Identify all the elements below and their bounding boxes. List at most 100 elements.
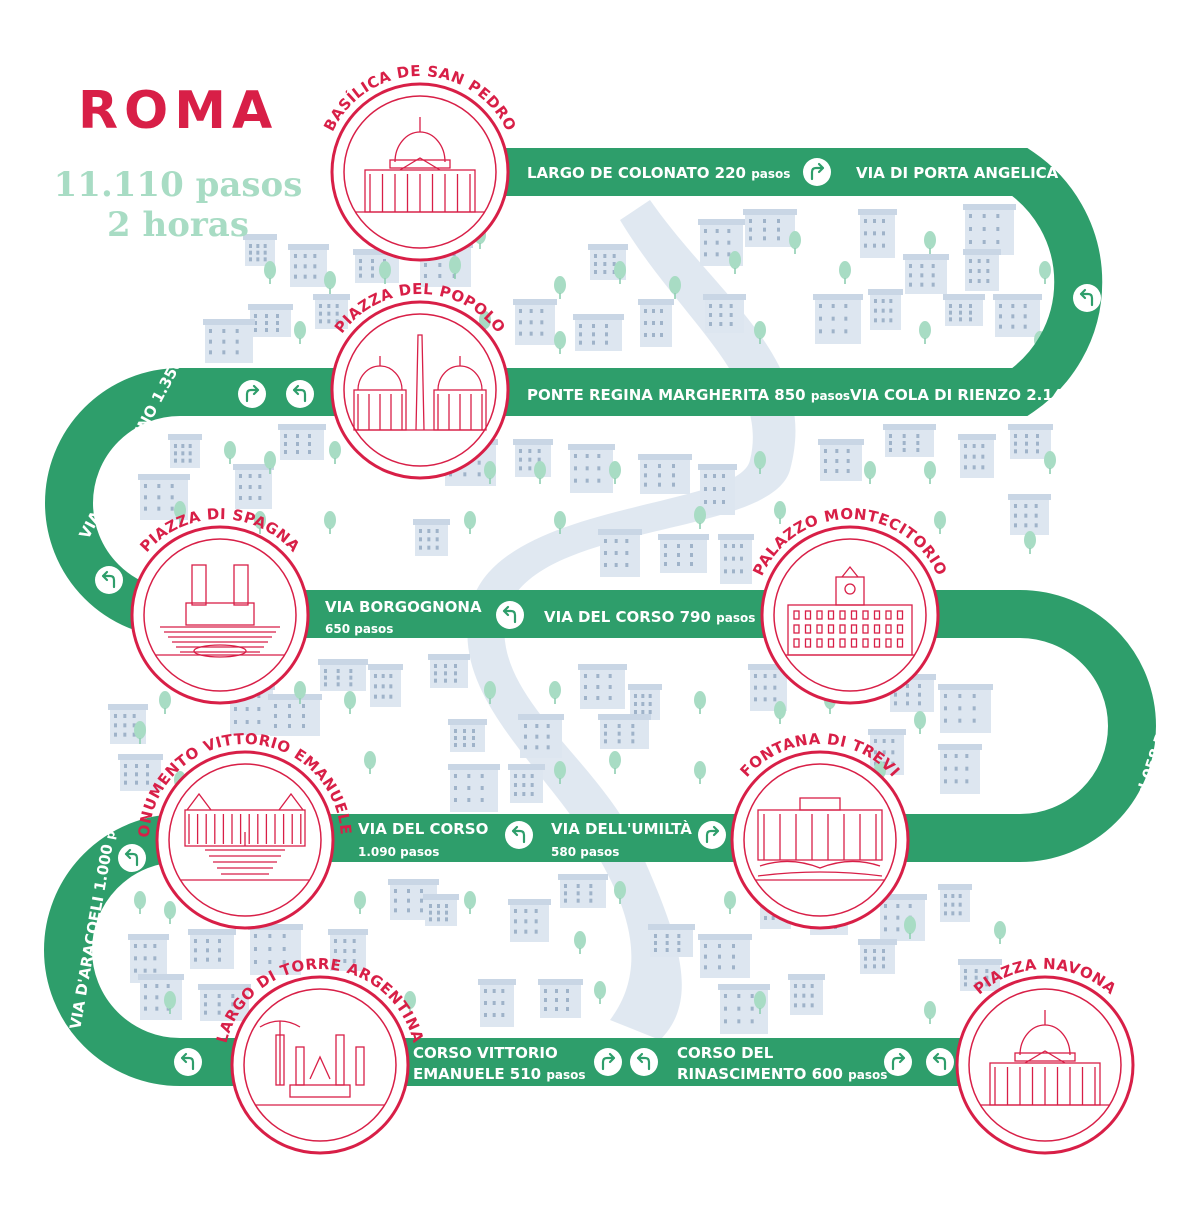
building (203, 319, 255, 363)
medallion-inner-ring (773, 538, 927, 692)
turn-right-icon (594, 1048, 622, 1076)
turn-left-icon (926, 1048, 954, 1076)
turn-left-icon (1073, 284, 1101, 312)
tree (924, 1001, 936, 1024)
palazzo-illustration (785, 565, 915, 656)
building (233, 464, 274, 509)
tree (534, 461, 546, 484)
medallion-inner-ring (343, 95, 497, 249)
building (188, 929, 236, 969)
fountain-illustration (755, 797, 885, 881)
building (478, 979, 516, 1027)
tree (1039, 261, 1051, 284)
medallion-ring (955, 975, 1135, 1155)
building (288, 244, 329, 287)
building (938, 684, 993, 733)
turn-left-icon (286, 380, 314, 408)
street-rinascimento-2: RINASCIMENTO 600 pasos (677, 1065, 887, 1083)
building (1008, 494, 1051, 535)
tree (554, 761, 566, 784)
building (703, 294, 746, 333)
turn-right-icon (884, 1048, 912, 1076)
medallion-ring (730, 750, 910, 930)
building (1008, 424, 1053, 459)
turn-right-icon (238, 380, 266, 408)
building (368, 664, 403, 707)
building (423, 894, 459, 926)
street-vittorio-2: EMANUELE 510 pasos (413, 1065, 586, 1083)
building (963, 249, 1001, 291)
tree (449, 256, 461, 279)
street-margherita: PONTE REGINA MARGHERITA 850 pasos (527, 386, 850, 404)
navona-illustration (980, 1010, 1110, 1106)
total-duration: 2 horas (107, 205, 249, 245)
tree (574, 931, 586, 954)
tree (484, 461, 496, 484)
building (963, 204, 1016, 255)
building (658, 534, 709, 573)
basilica-illustration (355, 117, 485, 213)
landmark-popolo: PIAZZA DEL POPOLO (330, 280, 510, 480)
tree (614, 881, 626, 904)
tiber-river (467, 200, 796, 1040)
landmark-argentina: LARGO DI TORRE ARGENTINA (213, 955, 427, 1155)
spanish-steps-illustration (155, 564, 285, 658)
tree (134, 721, 146, 744)
medallion-inner-ring (168, 763, 322, 917)
tree (694, 761, 706, 784)
tree (609, 461, 621, 484)
building (638, 299, 674, 347)
tree (484, 681, 496, 704)
tree (754, 451, 766, 474)
street-corso-2: VIA DEL CORSO (358, 820, 488, 838)
building (648, 924, 695, 957)
tree (294, 321, 306, 344)
landmark-trevi: FONTANA DI TREVI (730, 730, 910, 930)
street-rinascimento: CORSO DEL (677, 1044, 774, 1062)
building (718, 984, 770, 1034)
building (573, 314, 624, 351)
building (513, 299, 557, 345)
building (508, 899, 551, 942)
medallion-inner-ring (143, 538, 297, 692)
building (813, 294, 863, 344)
tree (364, 751, 376, 774)
tree (324, 271, 336, 294)
tree (839, 261, 851, 284)
tree (254, 511, 266, 534)
building (958, 434, 996, 478)
street-rienzo: VIA COLA DI RIENZO 2.140 pasos (850, 386, 1118, 404)
tree (549, 681, 561, 704)
tree (264, 261, 276, 284)
building (578, 664, 627, 709)
building (518, 714, 564, 758)
tree (904, 916, 916, 939)
medallion-ring (230, 975, 410, 1155)
tree (379, 261, 391, 284)
ruins-illustration (255, 1020, 385, 1106)
monument-illustration (180, 792, 310, 881)
building (428, 654, 470, 688)
building (743, 209, 797, 247)
tree (164, 901, 176, 924)
tree (164, 991, 176, 1014)
building (248, 924, 303, 975)
tree (329, 441, 341, 464)
street-colonato: LARGO DE COLONATO 220 pasos (527, 164, 790, 182)
tree (354, 891, 366, 914)
tree (224, 441, 236, 464)
street-corso-2-steps: 1.090 pasos (358, 845, 439, 859)
medallion-ring (760, 525, 940, 705)
turn-right-icon (698, 821, 726, 849)
tree (774, 701, 786, 724)
tree (724, 891, 736, 914)
tree (729, 251, 741, 274)
turn-left-icon (95, 566, 123, 594)
building (938, 884, 972, 922)
building (118, 754, 163, 791)
building (328, 929, 368, 971)
building (513, 439, 553, 477)
tree (1024, 531, 1036, 554)
medallion-ring (330, 300, 510, 480)
